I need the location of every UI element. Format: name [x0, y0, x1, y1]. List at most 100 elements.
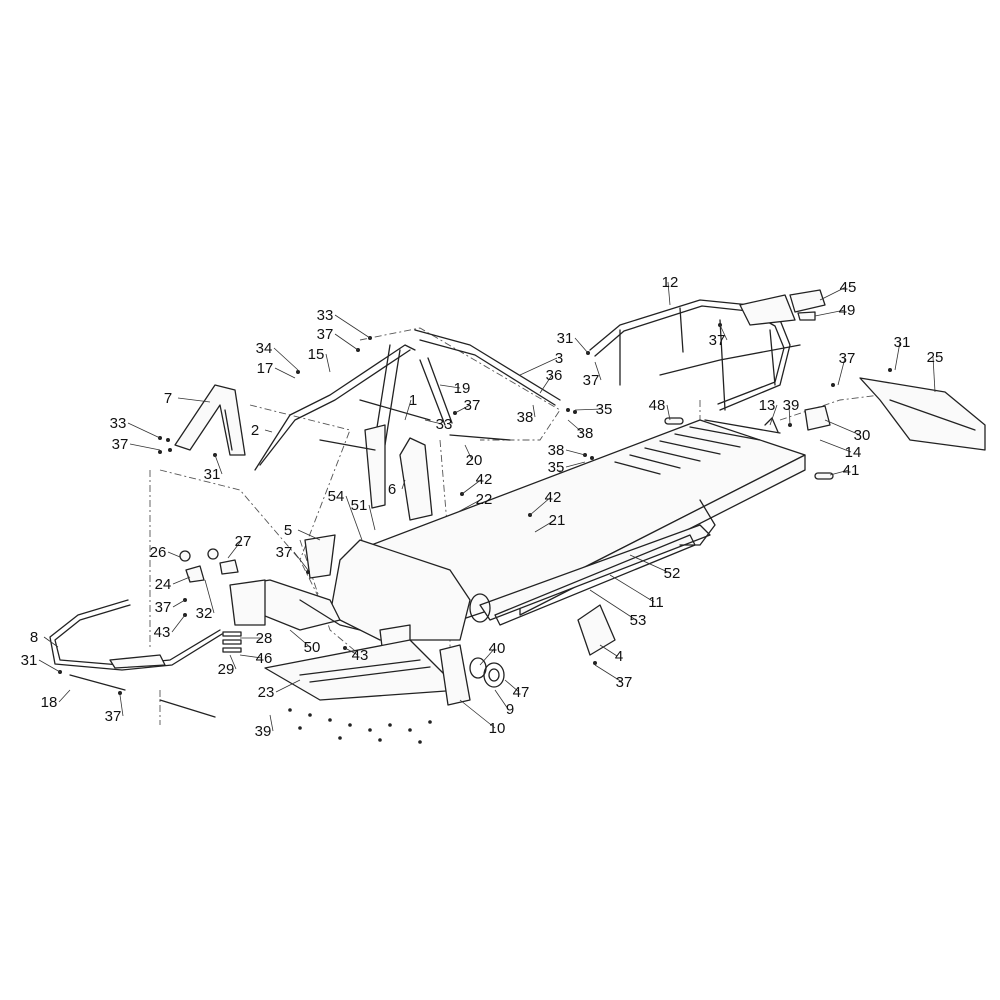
- callout-number: 5: [284, 522, 292, 539]
- leader-line: [464, 444, 473, 461]
- leader-line: [461, 478, 483, 495]
- callout-number: 33: [110, 415, 127, 432]
- leader-line: [599, 644, 618, 657]
- callout-number: 32: [196, 605, 213, 622]
- callout-number: 1: [409, 392, 417, 409]
- taillight: [789, 289, 826, 321]
- callout-31: 31: [557, 330, 589, 354]
- leader-line: [38, 659, 61, 673]
- callout-layer: 1234567891011121314151718192021222324252…: [21, 274, 944, 740]
- leader-line: [819, 439, 852, 453]
- callout-number: 37: [709, 332, 726, 349]
- callout-37: 37: [155, 599, 186, 616]
- callout-number: 37: [839, 350, 856, 367]
- callout-51: 51: [351, 497, 376, 531]
- callout-number: 46: [256, 650, 273, 667]
- leader-line: [204, 579, 215, 614]
- callout-23: 23: [258, 679, 301, 701]
- leader-line: [829, 469, 850, 476]
- callout-21: 21: [534, 512, 565, 533]
- callout-1: 1: [404, 392, 417, 421]
- leader-line: [344, 647, 359, 656]
- leader-line: [494, 689, 509, 710]
- leader-line: [589, 589, 637, 621]
- callout-46: 46: [239, 650, 273, 667]
- leader-line: [368, 504, 376, 531]
- leader-line: [171, 614, 186, 633]
- leader-line: [127, 422, 161, 439]
- callout-number: 43: [154, 624, 171, 641]
- leader-line: [769, 404, 778, 426]
- callout-4: 4: [599, 644, 623, 665]
- callout-number: 14: [845, 444, 862, 461]
- callout-36: 36: [539, 367, 562, 394]
- leader-line: [667, 281, 671, 306]
- leader-line: [479, 647, 496, 666]
- leader-line: [565, 449, 586, 456]
- leader-line: [58, 689, 71, 703]
- leader-line: [532, 404, 536, 418]
- callout-37: 37: [276, 544, 309, 571]
- callout-49: 49: [814, 302, 856, 319]
- leader-line: [334, 314, 371, 339]
- leader-line: [719, 324, 728, 341]
- leader-line: [424, 419, 443, 425]
- callout-37: 37: [105, 694, 124, 725]
- leader-line: [565, 461, 586, 468]
- leader-line: [594, 664, 623, 683]
- callout-43: 43: [344, 647, 369, 664]
- callout-number: 35: [596, 401, 613, 418]
- leader-line: [454, 404, 471, 414]
- leader-line: [401, 479, 406, 490]
- callout-37: 37: [583, 361, 602, 389]
- leader-line: [404, 399, 412, 421]
- leader-line: [824, 419, 861, 436]
- callout-8: 8: [30, 629, 59, 648]
- callout-37: 37: [837, 350, 856, 386]
- leader-line: [534, 519, 556, 533]
- callout-number: 45: [840, 279, 857, 296]
- callout-31: 31: [894, 334, 910, 371]
- leader-line: [334, 333, 359, 351]
- callout-26: 26: [150, 544, 181, 561]
- leader-line: [894, 341, 901, 371]
- callout-number: 35: [548, 459, 565, 476]
- callout-number: 31: [21, 652, 38, 669]
- callout-number: 51: [351, 497, 368, 514]
- callout-number: 50: [304, 639, 321, 656]
- callout-31: 31: [21, 652, 61, 673]
- callout-19: 19: [439, 380, 470, 397]
- leader-line: [274, 367, 296, 379]
- leader-line: [666, 404, 671, 421]
- callout-number: 9: [506, 701, 514, 718]
- callout-18: 18: [41, 689, 71, 711]
- callout-number: 15: [308, 346, 325, 363]
- leader-line: [269, 714, 274, 732]
- callout-number: 33: [436, 416, 453, 433]
- callout-number: 43: [352, 647, 369, 664]
- leader-line: [345, 495, 363, 541]
- leader-line: [819, 286, 847, 301]
- leader-line: [129, 443, 161, 451]
- callout-29: 29: [218, 654, 237, 678]
- leader-line: [214, 454, 223, 475]
- bearing-parts: [439, 644, 505, 706]
- callout-number: 38: [517, 409, 534, 426]
- callout-number: 37: [105, 708, 122, 725]
- callout-number: 40: [489, 640, 506, 657]
- callout-number: 49: [839, 302, 856, 319]
- callout-number: 29: [218, 661, 235, 678]
- callout-number: 48: [649, 397, 666, 414]
- leader-line: [574, 408, 603, 411]
- callout-42: 42: [529, 489, 561, 516]
- leader-line: [289, 629, 311, 648]
- callout-33: 33: [424, 416, 453, 433]
- callout-number: 37: [317, 326, 334, 343]
- callout-32: 32: [196, 579, 215, 622]
- callout-number: 31: [557, 330, 574, 347]
- callout-45: 45: [819, 279, 857, 301]
- callout-24: 24: [155, 576, 191, 593]
- callout-number: 25: [927, 349, 944, 366]
- callout-37: 37: [709, 324, 728, 349]
